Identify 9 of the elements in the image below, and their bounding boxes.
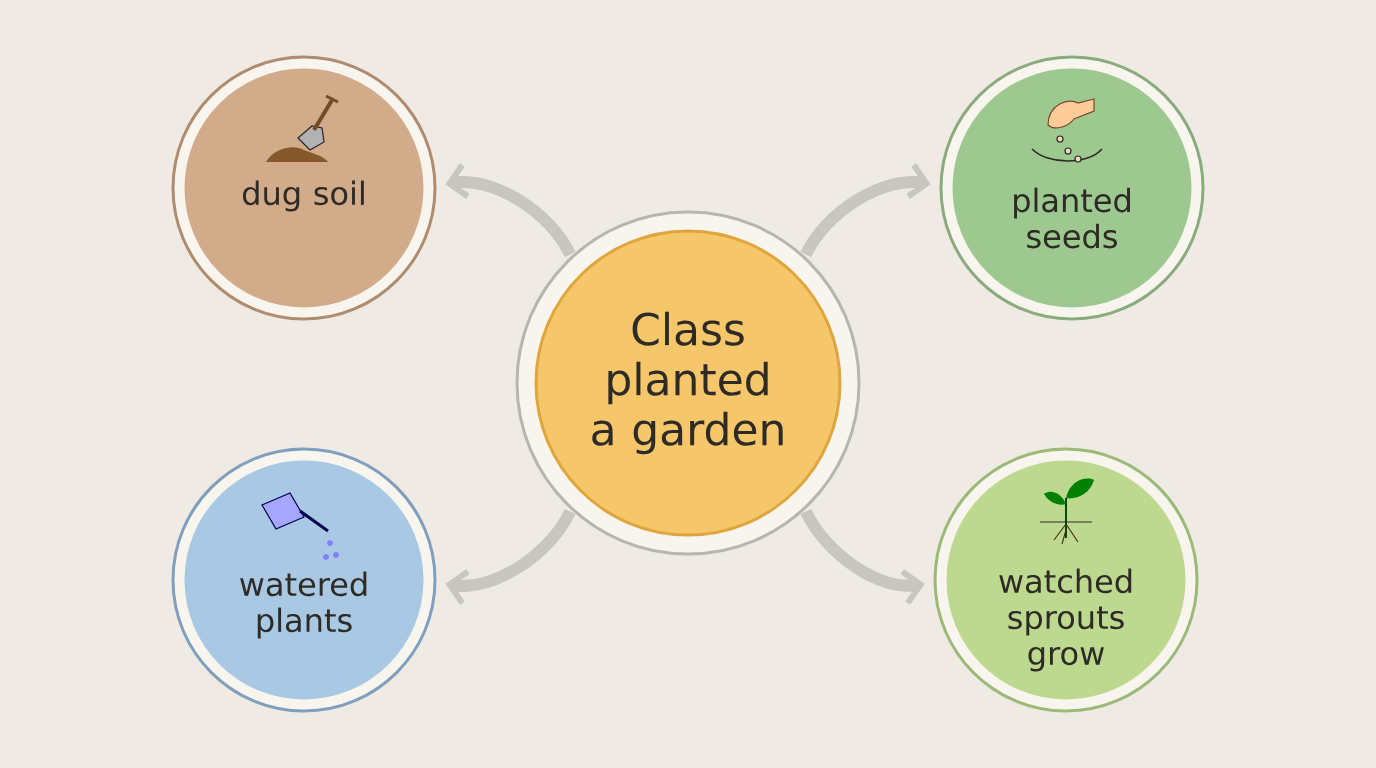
curved-arrow [445, 163, 576, 258]
curved-arrow [800, 163, 931, 258]
circle-node: planted seeds [939, 55, 1205, 321]
circle-node: watered plants [171, 447, 437, 713]
circle-node: watched sprouts grow [933, 447, 1199, 713]
curved-arrow [445, 508, 576, 605]
circle-node: Class planted a garden [515, 210, 861, 556]
circle-node: dug soil [171, 55, 437, 321]
curved-arrow [800, 508, 925, 605]
